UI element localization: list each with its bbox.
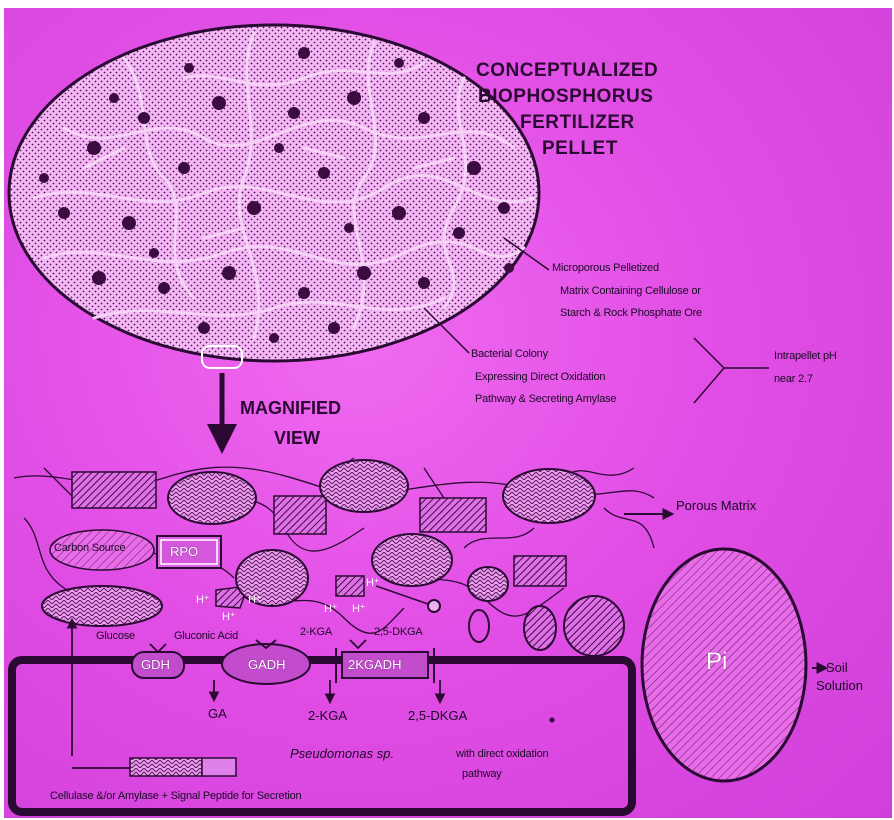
colony-callout-1: Bacterial Colony (471, 348, 548, 360)
porous-matrix-label: Porous Matrix (676, 498, 756, 513)
title-line-1: CONCEPTUALIZED (476, 60, 658, 82)
carbon-source-label: Carbon Source (54, 542, 125, 554)
direct-oxidation-2: pathway (462, 768, 502, 780)
colony-callout-2: Expressing Direct Oxidation (475, 371, 605, 383)
gluconic-acid-label: Gluconic Acid (174, 630, 238, 642)
dot-marker (550, 718, 555, 723)
h-plus-6: H⁺ (352, 602, 365, 615)
h-plus-5: H⁺ (324, 602, 337, 615)
title-line-2: BIOPHOSPHORUS (478, 86, 653, 108)
kga-top-label: 2-KGA (300, 626, 332, 638)
ph-callout-1: Intrapellet pH (774, 350, 837, 362)
ph-callout-2: near 2.7 (774, 373, 813, 385)
h-plus-2: H⁺ (248, 593, 261, 606)
glucose-label: Glucose (96, 630, 135, 642)
dkga-out-label: 2,5-DKGA (408, 708, 467, 723)
secretion-gene (130, 758, 236, 776)
diagram-graphics (4, 8, 892, 818)
title-line-3: FERTILIZER (520, 112, 635, 134)
kga-out-label: 2-KGA (308, 708, 347, 723)
matrix-callout-3: Starch & Rock Phosphate Ore (560, 307, 702, 319)
ga-out-label: GA (208, 706, 227, 721)
direct-oxidation-1: with direct oxidation (456, 748, 548, 760)
dkga-top-label: 2,5-DKGA (374, 626, 423, 638)
organism-label: Pseudomonas sp. (290, 746, 394, 761)
rpo-label: RPO (170, 544, 198, 559)
h-plus-4: H⁺ (366, 576, 379, 589)
magnified-label-1: MAGNIFIED (240, 398, 341, 419)
kgadh-label: 2KGADH (348, 657, 401, 672)
secretion-label: Cellulase &/or Amylase + Signal Peptide … (50, 790, 301, 802)
pi-label: Pi (706, 648, 727, 676)
gdh-label: GDH (141, 657, 170, 672)
title-line-4: PELLET (542, 138, 618, 160)
pellet-illustration (9, 25, 539, 368)
soil-label-1: Soil (826, 660, 848, 675)
h-plus-3: H⁺ (222, 610, 235, 623)
gadh-label: GADH (248, 657, 286, 672)
h-plus-1: H⁺ (196, 593, 209, 606)
matrix-callout-1: Microporous Pelletized (552, 262, 659, 274)
soil-label-2: Solution (816, 678, 863, 693)
matrix-callout-2: Matrix Containing Cellulose or (560, 285, 701, 297)
magnified-label-2: VIEW (274, 428, 320, 449)
diagram-slide: CONCEPTUALIZED BIOPHOSPHORUS FERTILIZER … (4, 8, 892, 818)
colony-callout-3: Pathway & Secreting Amylase (475, 393, 616, 405)
